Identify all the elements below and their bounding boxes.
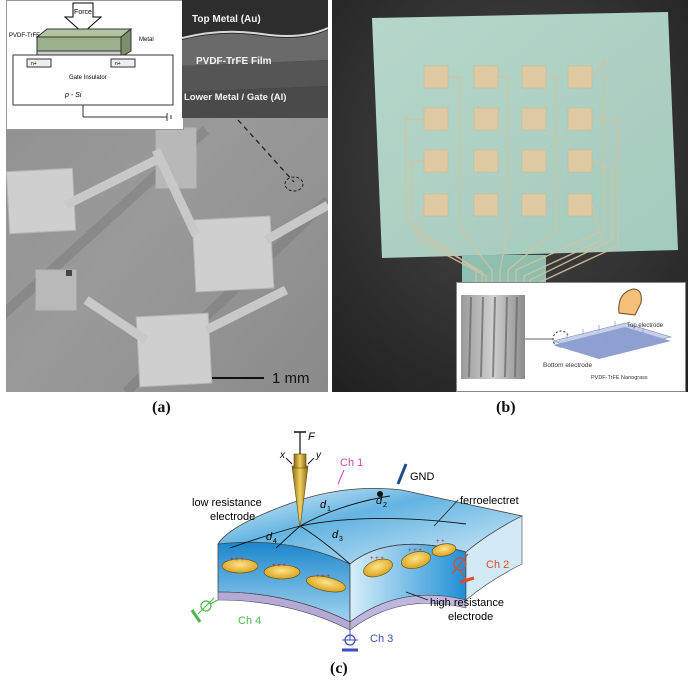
svg-text:+ +: + + — [436, 539, 445, 545]
device-schematic-inset: Force PVDF-TrFE Metal n+ n+ Gate Insulat… — [6, 0, 184, 130]
svg-text:+ + +: + + + — [230, 557, 244, 563]
force-label: Force — [74, 9, 92, 16]
d3-sub: 3 — [339, 536, 343, 543]
svg-text:+ + +: + + + — [272, 563, 286, 569]
panel-c-caption: (c) — [330, 660, 348, 677]
axis-x-label: x — [279, 450, 286, 461]
panel-a-image: 1 mm Force PVDF-TrFE Metal n+ n+ Gate In… — [6, 0, 328, 392]
nanograss-inset: Top electrode Bottom electrode PVDF-TrFE… — [456, 282, 686, 392]
ch4-label: Ch 4 — [238, 615, 261, 627]
sem-cross-section-inset: Top Metal (Au) PVDF-TrFE Film Lower Meta… — [181, 0, 328, 118]
lower-metal-label: Lower Metal / Gate (Al) — [184, 92, 286, 103]
scale-bar-label: 1 mm — [272, 370, 310, 387]
panel-b-caption: (b) — [496, 399, 516, 416]
high-res-label-1: high resistance — [430, 597, 504, 609]
n-plus-left: n+ — [31, 61, 37, 67]
ch3-label: Ch 3 — [370, 633, 393, 645]
top-electrode-label: Top electrode — [627, 323, 664, 329]
d2-sub: 2 — [383, 502, 387, 509]
low-res-label-1: low resistance — [192, 497, 262, 509]
ch1-label: Ch 1 — [340, 457, 363, 469]
ch2-label: Ch 2 — [486, 559, 509, 571]
panel-a-caption: (a) — [152, 399, 171, 416]
pvdf-film-label: PVDF-TrFE Film — [196, 56, 272, 67]
top-metal-label: Top Metal (Au) — [192, 14, 261, 25]
metal-label: Metal — [139, 37, 154, 43]
d4-label: d — [266, 531, 273, 543]
high-res-label-2: electrode — [448, 611, 493, 623]
p-si-label: p - Si — [64, 92, 82, 99]
nanograss-label: PVDF-TrFE Nanograss — [591, 375, 648, 381]
bottom-electrode-label: Bottom electrode — [543, 362, 593, 369]
pvdf-label: PVDF-TrFE — [9, 33, 40, 39]
panel-b-image: Top electrode Bottom electrode PVDF-TrFE… — [332, 0, 688, 392]
low-res-label-2: electrode — [210, 511, 255, 523]
svg-text:+ + +: + + + — [370, 556, 384, 562]
axis-y-label: y — [315, 450, 322, 461]
svg-text:+ + +: + + + — [316, 574, 330, 580]
d2-label: d — [376, 495, 383, 507]
gate-insulator-label: Gate Insulator — [69, 75, 107, 81]
gnd-label: GND — [410, 471, 435, 483]
svg-text:+ + +: + + + — [408, 548, 422, 554]
d1-label: d — [320, 499, 327, 511]
d3-label: d — [332, 529, 339, 541]
ferroelectret-label: ferroelectret — [460, 495, 519, 507]
n-plus-right: n+ — [115, 61, 121, 67]
panel-c-diagram: + + + + + + + + + + + + + + + + + F x y Ch … — [170, 424, 570, 656]
d4-sub: 4 — [273, 538, 277, 545]
force-f-label: F — [308, 431, 316, 443]
d1-sub: 1 — [327, 506, 331, 513]
